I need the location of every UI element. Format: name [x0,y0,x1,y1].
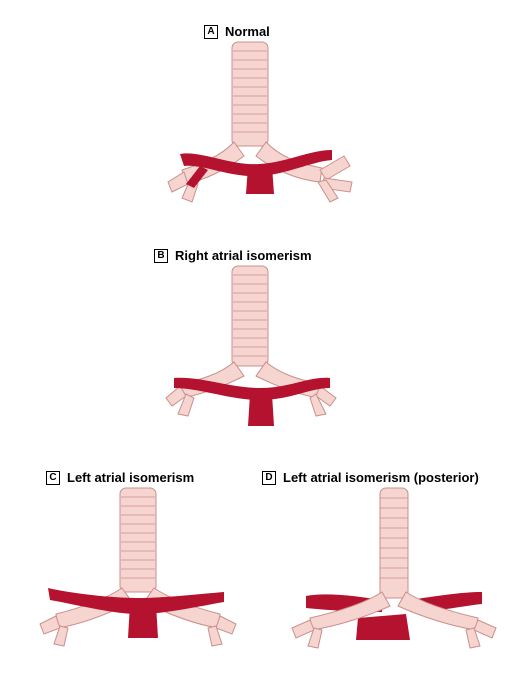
panel-d-label: D Left atrial isomerism (posterior) [262,470,479,485]
panel-c-letter: C [46,470,60,485]
bronchi [291,591,497,649]
panel-a-label: A Normal [204,24,270,39]
panel-c-label: C Left atrial isomerism [46,470,194,485]
pulmonary-arteries [180,150,332,194]
trachea [231,265,269,367]
panel-b-title: Right atrial isomerism [175,248,312,263]
pulmonary-arteries [48,588,224,638]
panel-d-letter: D [262,470,276,485]
panel-b-letter: B [154,248,168,263]
panel-c-illustration [39,487,237,647]
panel-b-illustration [165,265,337,426]
pulmonary-arteries [174,377,330,426]
panel-a-letter: A [204,24,218,39]
trachea [379,487,409,599]
panel-c-title: Left atrial isomerism [67,470,195,485]
panel-a-illustration [167,41,353,203]
panel-b-label: B Right atrial isomerism [154,248,312,263]
panel-d-title: Left atrial isomerism (posterior) [283,470,479,485]
panel-a-title: Normal [225,24,270,39]
panel-d-illustration [291,487,497,649]
trachea [231,41,269,147]
trachea [119,487,157,593]
